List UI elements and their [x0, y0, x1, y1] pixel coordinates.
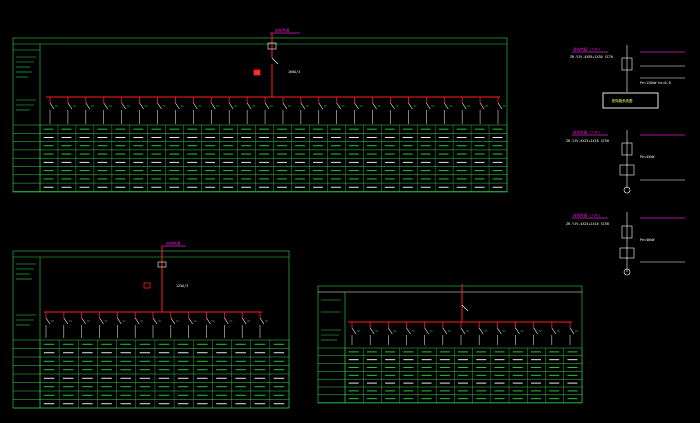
branch-circuits-top-left	[49, 97, 506, 124]
breaker-symbol	[461, 102, 467, 110]
breaker-symbol	[63, 317, 69, 325]
breaker-symbol	[241, 317, 247, 325]
incoming-label: 进线电源	[275, 28, 290, 33]
circuit-table-bottom-left	[13, 339, 290, 409]
breaker-symbol	[426, 102, 431, 110]
detail-1-note: Pe=120kW Kx=0.8	[640, 81, 671, 85]
breaker-symbol	[442, 327, 448, 335]
breaker-symbol	[390, 102, 395, 110]
breaker-symbol	[569, 327, 575, 335]
panel-top-left-info	[16, 56, 36, 111]
breaker-symbol	[497, 327, 502, 335]
branch-circuits-bottom-left	[45, 312, 268, 338]
breaker-symbol	[443, 102, 449, 110]
detail-2-spec: ZR-YJV-4X25+1X16 SC50	[566, 139, 609, 143]
breaker-symbol	[206, 317, 211, 325]
breaker-symbol	[408, 102, 413, 110]
breaker-symbol	[211, 102, 216, 110]
breaker-symbol	[228, 102, 234, 110]
breaker-symbol	[259, 317, 265, 325]
breaker-symbol	[246, 102, 252, 110]
breaker-symbol	[460, 327, 466, 335]
breaker-symbol	[121, 102, 126, 110]
detail-1-title: 进线电缆 (YJV)	[573, 47, 600, 52]
panel-bottom-left: 进线电源 125A/3	[12, 241, 290, 409]
breaker-symbol	[282, 102, 288, 110]
breaker-symbol	[478, 327, 484, 335]
breaker-symbol	[406, 327, 411, 335]
breaker-symbol	[45, 317, 51, 325]
breaker-symbol	[188, 317, 193, 325]
ground-symbol	[623, 186, 631, 194]
main-disconnector	[267, 42, 277, 50]
breaker-symbol	[67, 102, 73, 110]
breaker-symbol	[99, 317, 104, 325]
breaker-symbol	[81, 317, 86, 325]
branch-circuits-bottom-right	[351, 322, 578, 345]
circuit-table-top-left	[13, 124, 508, 192]
breaker-symbol	[224, 317, 229, 325]
breaker-symbol	[134, 317, 140, 325]
detail-3-title: 进线电缆 (YJV)	[573, 213, 600, 218]
breaker-symbol	[533, 327, 538, 335]
breaker-symbol	[175, 102, 180, 110]
breaker-symbol	[318, 102, 324, 110]
breaker-symbol	[479, 102, 485, 110]
breaker-symbol	[424, 327, 429, 335]
incoming-label-bl: 进线电源	[166, 241, 181, 246]
breaker-symbol	[551, 327, 557, 335]
detail-3: 进线电缆 (YJV) ZR-YJV-4X25+1X16 SC50 Pe=40kW	[566, 212, 685, 276]
breaker-symbol	[264, 102, 270, 110]
detail-1-box-label: 配电箱系统图	[612, 98, 633, 103]
breaker-symbol	[369, 327, 375, 335]
circuit-table-bottom-right	[318, 347, 583, 403]
panel-top-left: 进线电源 160A/3	[12, 28, 508, 193]
breaker-symbol	[354, 102, 359, 110]
detail-2-title: 进线电缆 (YJV)	[573, 130, 600, 135]
detail-1-box	[602, 92, 659, 109]
detail-3-note: Pe=40kW	[640, 238, 655, 242]
breaker-symbol	[336, 102, 341, 110]
breaker-symbol	[49, 102, 55, 110]
breaker-symbol	[139, 102, 144, 110]
breaker-symbol	[193, 102, 198, 110]
panel-bottom-right-info	[321, 299, 341, 341]
panel-bottom-right	[317, 284, 583, 404]
breaker-symbol	[372, 102, 377, 110]
breaker-symbol	[388, 327, 393, 335]
detail-2: 进线电缆 (YJV) ZR-YJV-4X25+1X16 SC50 Pe=45kW	[566, 130, 685, 194]
main-breaker-icon	[253, 69, 261, 76]
breaker-symbol	[351, 327, 357, 335]
detail-1-spec: ZR-YJV-4X95+1X50 SC70	[570, 55, 613, 59]
breaker-symbol	[497, 102, 503, 110]
breaker-symbol	[152, 317, 158, 325]
panel-bottom-left-info	[16, 263, 36, 326]
detail-1: 进线电缆 (YJV) ZR-YJV-4X95+1X50 SC70 Pe=120k…	[570, 45, 685, 109]
detail-2-note: Pe=45kW	[640, 155, 655, 159]
main-breaker-rating: 160A/3	[288, 70, 300, 74]
detail-3-spec: ZR-YJV-4X25+1X16 SC50	[566, 222, 609, 226]
breaker-symbol	[85, 102, 91, 110]
breaker-symbol	[103, 102, 109, 110]
breaker-symbol	[515, 327, 520, 335]
meter-icon	[619, 164, 635, 176]
breaker-symbol	[170, 317, 176, 325]
breaker-symbol	[157, 102, 162, 110]
breaker-symbol	[300, 102, 306, 110]
breaker-symbol	[117, 317, 122, 325]
main-breaker-icon-bl	[143, 282, 151, 289]
main-breaker-rating-bl: 125A/3	[176, 284, 188, 288]
